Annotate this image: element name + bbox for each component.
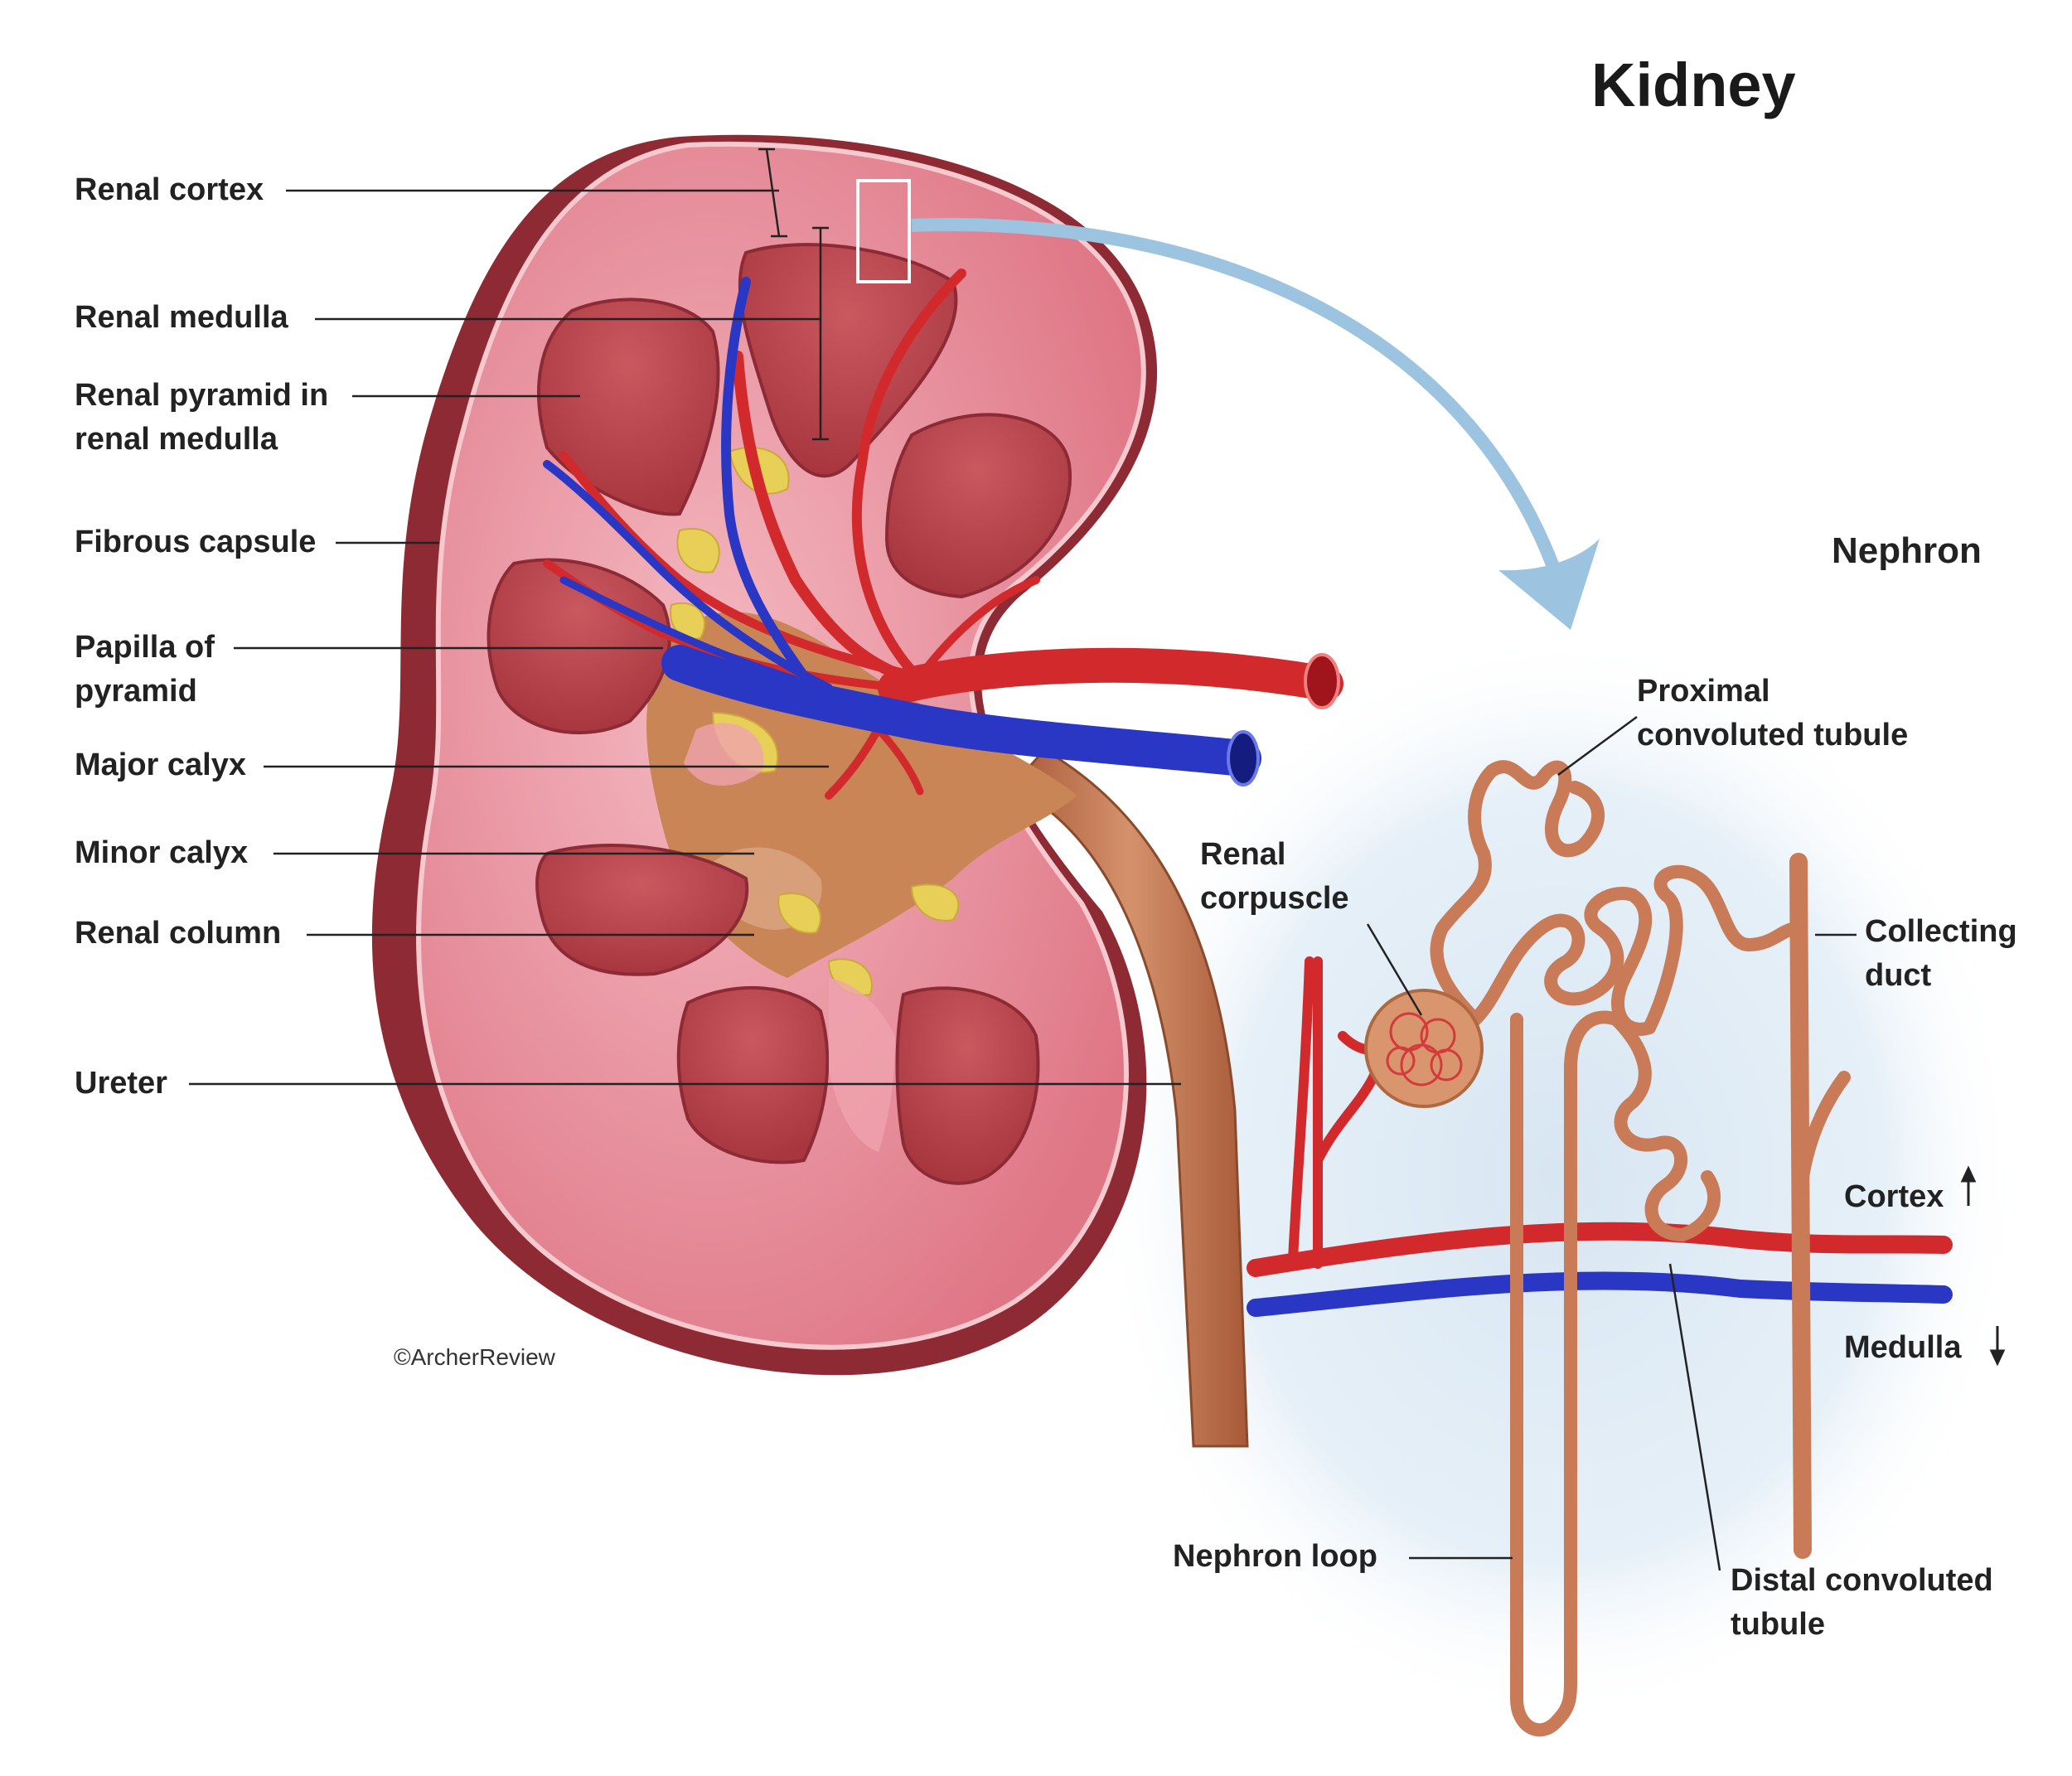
- label-corpuscle-line1: Renal: [1200, 837, 1286, 872]
- label-proximal-line1: Proximal: [1637, 674, 1770, 709]
- copyright-credit: ©ArcherReview: [394, 1344, 555, 1370]
- label-medulla: Medulla: [1844, 1330, 1962, 1365]
- label-papilla-line2: pyramid: [75, 674, 197, 709]
- medulla-arrow-icon: [1989, 1326, 2006, 1367]
- label-distal-line2: tubule: [1731, 1607, 1825, 1642]
- collecting-duct-branch: [1796, 1071, 1851, 1183]
- zoom-arrow-head: [1498, 539, 1600, 630]
- nephron-location-box: [856, 179, 911, 283]
- nephron-vein: [1247, 1271, 1953, 1317]
- label-corpuscle-line2: corpuscle: [1200, 881, 1349, 916]
- label-cortex: Cortex: [1844, 1179, 1944, 1214]
- ureter-tube: [1009, 748, 1249, 1448]
- renal-corpuscle-shape: [1364, 989, 1484, 1108]
- artery-opening: [1304, 653, 1340, 709]
- zoom-arrow: [911, 218, 1565, 583]
- label-ureter: Ureter: [75, 1066, 167, 1101]
- label-renal-column: Renal column: [75, 916, 282, 951]
- label-renal-pyramid-line1: Renal pyramid in: [75, 378, 329, 413]
- label-major-calyx: Major calyx: [75, 748, 246, 782]
- label-renal-medulla: Renal medulla: [75, 300, 288, 335]
- label-renal-pyramid-line2: renal medulla: [75, 422, 278, 457]
- label-renal-cortex: Renal cortex: [75, 172, 264, 207]
- glomerulus-capillaries: [1386, 1012, 1463, 1086]
- renal-columns: [684, 723, 895, 1152]
- label-proximal-line2: convoluted tubule: [1637, 718, 1909, 753]
- renal-veins: [543, 277, 1261, 777]
- vein-opening: [1227, 730, 1260, 786]
- nephron-title: Nephron: [1832, 530, 1982, 571]
- label-collecting-line1: Collecting: [1865, 914, 2017, 949]
- kidney-leader-lines: [189, 148, 1181, 1086]
- label-nephron-loop: Nephron loop: [1173, 1539, 1377, 1574]
- cortex-arrow-icon: [1960, 1165, 1977, 1206]
- label-fibrous-capsule: Fibrous capsule: [75, 525, 317, 559]
- page-title: Kidney: [1591, 51, 1796, 119]
- label-minor-calyx: Minor calyx: [75, 835, 249, 870]
- label-distal-line1: Distal convoluted: [1731, 1563, 1993, 1598]
- nephron-leader-lines: [1366, 715, 1857, 1571]
- label-papilla-line1: Papilla of: [75, 630, 215, 665]
- collecting-duct-tube: [1789, 853, 1812, 1559]
- nephron-tubules: [1430, 760, 1805, 1737]
- renal-pyramids: [487, 243, 1072, 1185]
- label-collecting-line2: duct: [1865, 958, 1932, 993]
